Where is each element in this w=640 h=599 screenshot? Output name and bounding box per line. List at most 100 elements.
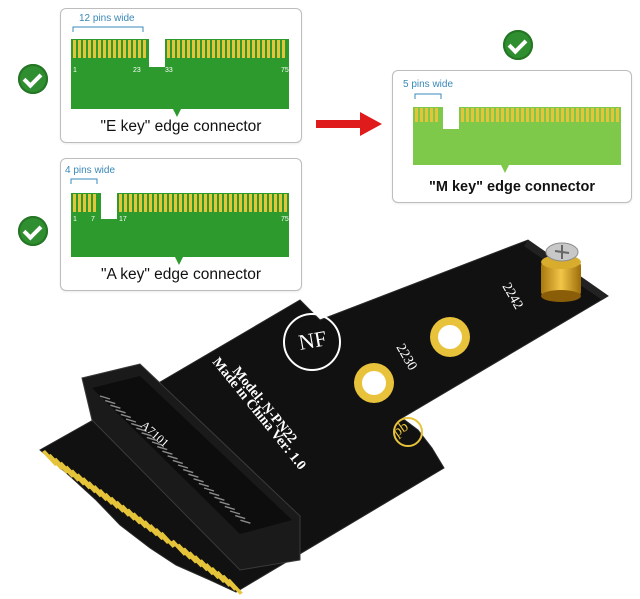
gold-pin	[242, 40, 245, 58]
gold-pin	[551, 108, 554, 122]
gold-pin	[282, 40, 285, 58]
gold-pin	[182, 40, 185, 58]
gold-pin	[103, 40, 106, 58]
socket-pin	[234, 514, 246, 520]
gold-pin	[167, 40, 170, 58]
a-key-panel: 4 pins wide 1 7 17 75 "A key" edge conne…	[60, 158, 302, 291]
gold-pin	[526, 108, 529, 122]
socket-pin	[224, 505, 236, 511]
gold-pin	[506, 108, 509, 122]
m-key-caption: "M key" edge connector	[428, 179, 596, 195]
gold-pin	[217, 40, 220, 58]
gold-pin	[269, 194, 272, 212]
a-key-pin-width-label: 4 pins wide	[65, 165, 116, 176]
gold-pin	[212, 40, 215, 58]
m-key-connector-diagram	[413, 93, 621, 173]
m-key-pin-width-label: 5 pins wide	[403, 79, 454, 90]
e-key-caption: "E key" edge connector	[100, 118, 262, 135]
edge-gold-pin	[226, 578, 243, 595]
gold-pin	[98, 40, 101, 58]
checkmark-icon-m-key	[503, 30, 533, 60]
gold-pin	[252, 40, 255, 58]
gold-pin	[606, 108, 609, 122]
gold-pin	[491, 108, 494, 122]
socket-pin	[104, 399, 116, 405]
gold-pin	[581, 108, 584, 122]
gold-pin	[571, 108, 574, 122]
socket-pin	[214, 496, 225, 501]
gold-pin	[118, 40, 121, 58]
gold-pin	[209, 194, 212, 212]
gold-pin	[284, 194, 287, 212]
m-key-gold-pins-left	[415, 108, 438, 122]
gold-pin	[561, 108, 564, 122]
right-arrow-icon	[316, 112, 382, 136]
gold-pin	[546, 108, 549, 122]
socket-pin	[162, 450, 173, 455]
gold-pin	[262, 40, 265, 58]
gold-pin	[177, 40, 180, 58]
gold-pin	[249, 194, 252, 212]
gold-pin	[197, 40, 200, 58]
gold-pin	[430, 108, 433, 122]
gold-pin	[227, 40, 230, 58]
gold-pin	[88, 194, 91, 212]
a-key-pin-number: 75	[281, 216, 289, 223]
gold-pin	[556, 108, 559, 122]
gold-pin	[192, 40, 195, 58]
gold-pin	[461, 108, 464, 122]
socket-pin	[219, 501, 230, 506]
gold-pin	[199, 194, 202, 212]
gold-pin	[204, 194, 207, 212]
gold-pin	[471, 108, 474, 122]
gold-pin	[164, 194, 167, 212]
gold-pin	[224, 194, 227, 212]
gold-pin	[531, 108, 534, 122]
socket-pin	[115, 409, 126, 414]
gold-pin	[123, 40, 126, 58]
gold-pin	[139, 194, 142, 212]
socket-pins	[99, 395, 251, 524]
gold-pin	[616, 108, 619, 122]
socket-pin	[130, 422, 142, 428]
gold-pin	[279, 194, 282, 212]
gold-pin	[521, 108, 524, 122]
gold-pin	[179, 194, 182, 212]
nf-logo-text: NF	[297, 325, 329, 355]
gold-pin	[611, 108, 614, 122]
gold-pin	[93, 194, 96, 212]
m-key-gold-pins-right	[461, 108, 619, 122]
gold-pin	[476, 108, 479, 122]
gold-pin	[586, 108, 589, 122]
socket-pin	[141, 432, 152, 437]
gold-pin	[496, 108, 499, 122]
gold-pin	[222, 40, 225, 58]
gold-pin	[219, 194, 222, 212]
a-key-gold-pins-right	[119, 194, 287, 212]
gold-pin	[187, 40, 190, 58]
gold-pin	[207, 40, 210, 58]
gold-pin	[214, 194, 217, 212]
gold-pin	[237, 40, 240, 58]
gold-pin	[601, 108, 604, 122]
e-key-pin-number: 75	[281, 67, 289, 74]
gold-pin	[172, 40, 175, 58]
socket-pin	[125, 418, 137, 423]
gold-pin	[143, 40, 146, 58]
checkmark-icon-e-key	[18, 64, 48, 94]
gold-pin	[516, 108, 519, 122]
socket-pin	[188, 473, 199, 478]
gold-pin	[264, 194, 267, 212]
gold-pin	[435, 108, 438, 122]
socket-pin	[182, 468, 194, 474]
a-key-connector-diagram: 1 7 17 75	[70, 178, 289, 265]
socket-pin	[99, 395, 111, 400]
gold-pin	[119, 194, 122, 212]
gold-pin	[576, 108, 579, 122]
gold-pin	[591, 108, 594, 122]
e-key-pin-number: 1	[73, 67, 77, 74]
gold-pin	[267, 40, 270, 58]
gold-pin	[596, 108, 599, 122]
socket-pin	[156, 445, 168, 451]
